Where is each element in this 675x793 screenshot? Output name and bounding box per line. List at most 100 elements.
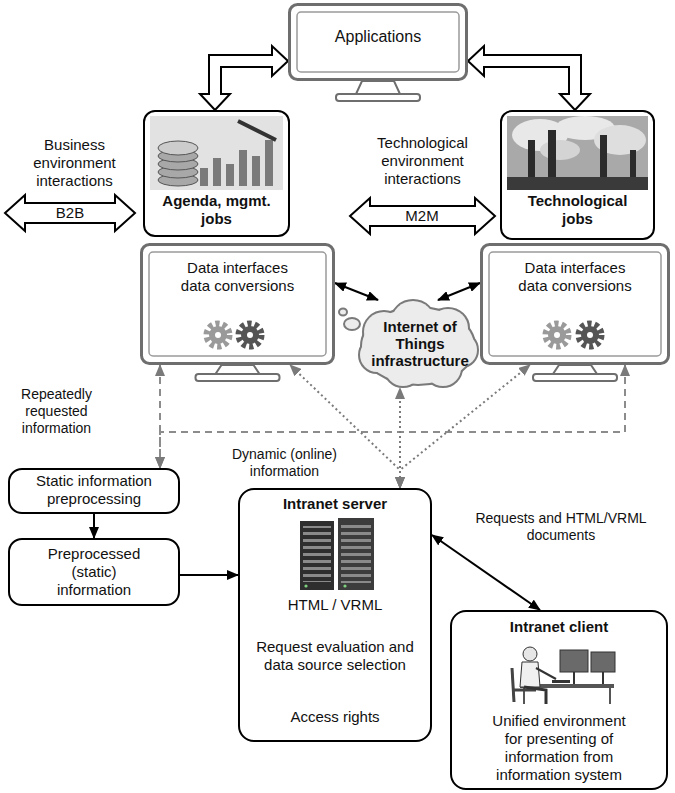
photo-sky bbox=[507, 116, 648, 190]
monitor-screen bbox=[297, 12, 459, 72]
monitor-node: Data interfaces data conversions bbox=[480, 243, 670, 383]
factory-photo bbox=[507, 116, 648, 190]
process-box: Static information preprocessing bbox=[8, 468, 180, 514]
connector-line bbox=[432, 535, 540, 610]
chart-bar bbox=[265, 140, 273, 186]
block-arrow bbox=[200, 46, 288, 110]
coin bbox=[158, 141, 198, 155]
finance-photo bbox=[150, 116, 283, 190]
job-box: Technological jobs bbox=[500, 110, 655, 240]
server-picture bbox=[300, 518, 374, 590]
person-leg bbox=[524, 687, 546, 704]
person-body bbox=[520, 662, 540, 687]
annotation: Technological environment interactions bbox=[350, 134, 495, 188]
person-arm bbox=[536, 668, 556, 679]
person-head bbox=[523, 647, 537, 661]
monitor-stand bbox=[553, 365, 597, 374]
block-arrow bbox=[468, 46, 590, 110]
monitor-frame bbox=[290, 5, 467, 80]
data-box: Preprocessed (static) information bbox=[8, 538, 180, 606]
node-text: Static information preprocessing bbox=[19, 472, 169, 508]
connector-line bbox=[335, 283, 378, 300]
connector-line bbox=[93, 514, 95, 538]
node-heading: Intranet client bbox=[487, 618, 632, 636]
node-text: HTML / VRML bbox=[245, 596, 425, 614]
monitor-frame bbox=[482, 245, 669, 364]
monitor-node: Applications bbox=[288, 3, 468, 103]
monitor-base bbox=[533, 374, 617, 381]
node-text: Internet of Things infrastructure bbox=[368, 318, 473, 369]
arrow-label: M2M bbox=[392, 207, 452, 225]
chart-bar bbox=[252, 156, 260, 186]
screen-stand bbox=[573, 672, 575, 684]
monitor-base bbox=[336, 94, 420, 101]
node-text: Agenda, mgmt. jobs bbox=[149, 192, 284, 228]
chart-bar bbox=[239, 150, 247, 186]
chair bbox=[512, 668, 514, 702]
cloud-node: Internet of Things infrastructure bbox=[338, 300, 478, 388]
monitor-frame bbox=[142, 245, 334, 364]
smoke bbox=[540, 140, 580, 160]
flow-arrow bbox=[180, 575, 238, 576]
chart-bar bbox=[213, 158, 221, 186]
pen bbox=[238, 121, 276, 140]
m2m-arrow bbox=[350, 198, 495, 234]
node-text: Data interfaces data conversions bbox=[510, 259, 640, 295]
cloud-bubble bbox=[344, 318, 360, 330]
monitor-base bbox=[196, 374, 280, 381]
keyboard bbox=[552, 680, 570, 683]
monitor-outline bbox=[288, 3, 468, 103]
gear-icon bbox=[207, 324, 229, 346]
gear-icon bbox=[546, 324, 568, 346]
computer-screen bbox=[591, 652, 615, 672]
server-box: Intranet serverHTML / VRML Request evalua… bbox=[238, 488, 432, 742]
node-text: Data interfaces data conversions bbox=[173, 259, 303, 295]
node-text: Applications bbox=[303, 27, 453, 46]
server-slots bbox=[341, 523, 371, 583]
arrow-shaft-inner bbox=[481, 61, 575, 97]
cloud-bubble bbox=[339, 309, 347, 316]
connector-line bbox=[180, 574, 238, 576]
job-box: Agenda, mgmt. jobs bbox=[143, 110, 290, 237]
monitor-node: Data interfaces data conversions bbox=[140, 243, 335, 383]
screen-stand bbox=[602, 672, 604, 684]
annotation: Dynamic (online) information bbox=[222, 446, 347, 480]
monitor-stand bbox=[216, 365, 260, 374]
node-text: Request evaluation and data source selec… bbox=[245, 638, 425, 674]
chart-bar bbox=[200, 168, 208, 186]
gear-icon bbox=[579, 324, 601, 346]
node-text: Access rights bbox=[245, 708, 425, 726]
client-box: Intranet clientUnified environment for p… bbox=[450, 610, 668, 790]
request-arrow bbox=[432, 535, 540, 610]
edge-label: Requests and HTML/VRML documents bbox=[466, 510, 656, 544]
computer-screen bbox=[560, 650, 588, 672]
desk-leg bbox=[609, 688, 611, 704]
node-text: Technological jobs bbox=[515, 192, 640, 228]
link-arrow bbox=[335, 283, 378, 300]
factory-base bbox=[507, 177, 648, 190]
server-tower bbox=[338, 518, 374, 590]
b2b-arrow bbox=[5, 195, 135, 231]
server-led bbox=[304, 584, 307, 587]
user-picture bbox=[512, 647, 615, 704]
node-text: Preprocessed (static) information bbox=[37, 545, 152, 599]
link-arrow bbox=[438, 283, 480, 300]
chart-bar bbox=[226, 164, 234, 186]
server-slots bbox=[303, 526, 331, 582]
arrow-shaft-inner bbox=[215, 61, 275, 97]
node-text: Unified environment for presenting of in… bbox=[487, 712, 632, 784]
server-tower bbox=[300, 521, 334, 590]
photo-ground bbox=[150, 116, 283, 190]
server-led bbox=[343, 584, 346, 587]
annotation: Business environment interactions bbox=[12, 136, 137, 190]
connector-line bbox=[438, 283, 480, 300]
monitor-stand bbox=[356, 81, 400, 94]
gear-icon bbox=[239, 324, 261, 346]
node-heading: Intranet server bbox=[245, 495, 425, 513]
monitor-screen bbox=[149, 252, 326, 356]
monitor-screen bbox=[489, 252, 661, 356]
flow-arrow bbox=[94, 514, 95, 538]
